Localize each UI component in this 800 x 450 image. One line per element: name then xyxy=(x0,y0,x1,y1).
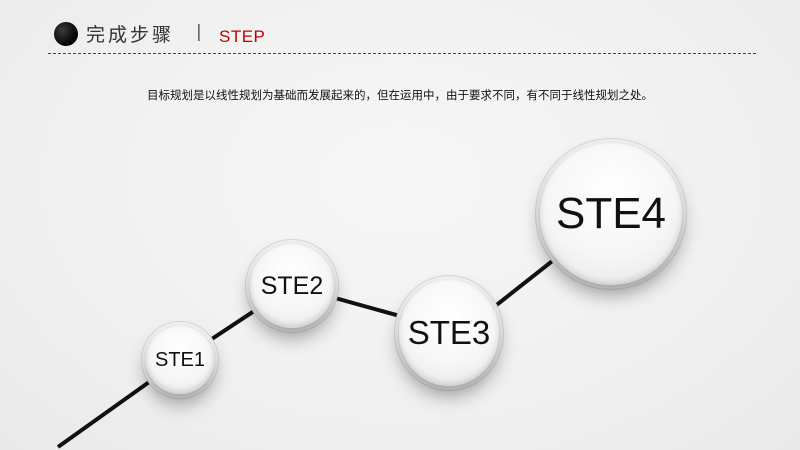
header-divider xyxy=(48,53,756,54)
step-label-2: STE2 xyxy=(260,271,324,300)
step-label-1: STE1 xyxy=(154,348,206,371)
step-circle-1: STE1 xyxy=(146,326,214,394)
description-text: 目标规划是以线性规划为基础而发展起来的，但在运用中，由于要求不同，有不同于线性规… xyxy=(147,88,653,102)
step-label-4: STE4 xyxy=(555,189,667,238)
step-circle-2: STE2 xyxy=(250,244,334,328)
step-circle-4: STE4 xyxy=(540,143,682,285)
page-subtitle: STEP xyxy=(219,27,266,46)
page-title: 完成步骤 xyxy=(86,24,175,46)
title-bullet-icon xyxy=(54,22,78,46)
step-circle-3: STE3 xyxy=(399,280,499,386)
step-label-3: STE3 xyxy=(407,314,491,351)
title-separator: | xyxy=(196,22,202,42)
